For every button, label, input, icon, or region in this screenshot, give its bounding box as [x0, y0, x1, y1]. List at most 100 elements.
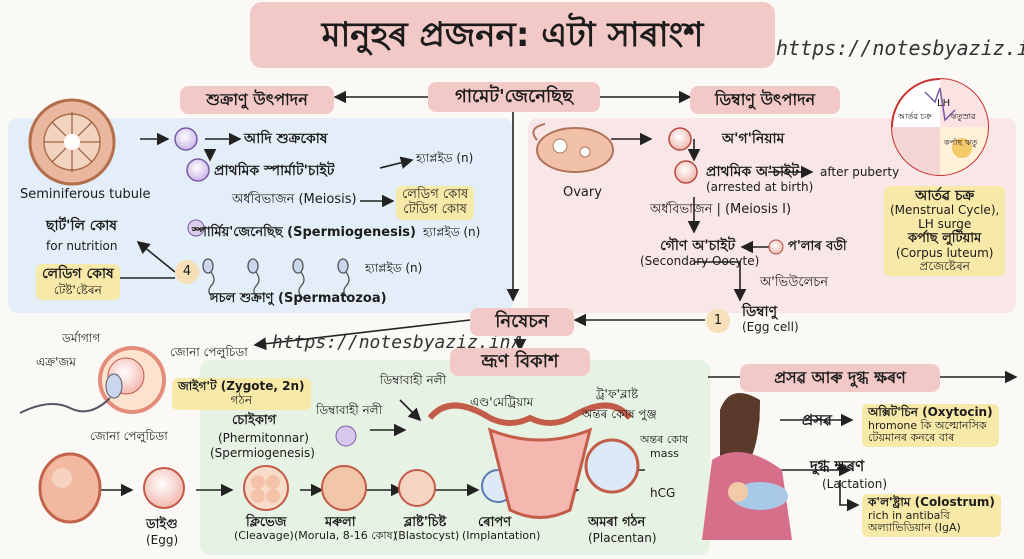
arrested-label: (arrested at birth) [706, 180, 814, 194]
acrosome-label-1: ডৰ্মাগাগ [62, 331, 101, 345]
spermatogonia-label: আদি শুক্ৰকোষ [244, 131, 328, 147]
sperm-meiosis-label: অৰ্ধবিভাজন (Meiosis) [232, 192, 357, 207]
fetus-image [38, 452, 102, 524]
ovary-label: Ovary [563, 185, 602, 200]
egg-count-badge: 1 [706, 309, 730, 333]
oogonium-cell [668, 127, 692, 151]
leydig-note-2: টেডিগ কোষ [403, 201, 467, 217]
gametogenesis-label: গামেট'জেনেছিছ [428, 82, 600, 112]
puberty-label: after puberty [820, 165, 900, 179]
spermatogonium-cell [174, 127, 198, 151]
zygote-cell [335, 425, 357, 447]
stage-morula-en: (Morula, 8-16 কোষ) [294, 529, 397, 542]
zona-label-2: জোনা পেলুচিডা [90, 429, 168, 443]
haploid-label-2: হ্যাপ্লইড (n) [423, 225, 481, 239]
zygote-sub: গঠন [230, 392, 252, 407]
tube-label-2: ডিম্বাবাহী নলী [316, 403, 383, 417]
sperm-icons [202, 258, 350, 299]
spermatozoa-label: সচল শুক্ৰাণু (Spermatozoa) [210, 291, 387, 306]
sperm-count-badge: 4 [175, 260, 199, 284]
egg-en: (Egg cell) [742, 320, 799, 334]
colostrum-box: ক'ল'ষ্ট্ৰাম (Colostrum)rich in antibaবিঅ… [862, 494, 1001, 538]
luteum-en: (Corpus luteum) [895, 245, 994, 260]
stage-implantation-en: (Implantation) [462, 529, 541, 542]
trophoblast-label: ট্ৰ'ফ'ব্লাষ্ট [596, 387, 639, 401]
menstrual-cycle-wheel [891, 78, 989, 176]
morula-top-en-2: (Spermiogenesis) [210, 446, 315, 460]
primary-spermatocyte-label: প্ৰাথমিক স্পাৰ্মাট'চাইট [214, 163, 335, 179]
page-title: মানুহৰ প্ৰজনন: এটা সাৰাংশ [250, 2, 775, 68]
stage-egg-en: (Egg) [146, 533, 179, 547]
parturition-label: প্ৰসৱ [802, 411, 832, 429]
primary-spermatocyte-cell [186, 158, 210, 182]
inner-mass-label-2: অন্তৰ কোষ [640, 433, 689, 446]
cycle-title: আৰ্তৱ চক্ৰ [915, 188, 975, 204]
colostrum-line-1: rich in antibaবি [868, 508, 950, 522]
leydig-sub: টেষ্ট'ষ্টেৰন [53, 283, 102, 298]
mother-baby-image [702, 392, 792, 540]
colostrum-label: ক'ল'ষ্ট্ৰাম (Colostrum) [868, 495, 995, 509]
lactation-label: দুগ্ধ ক্ষৰণ [810, 457, 865, 475]
primary-oocyte-cell [674, 160, 698, 184]
cycle-lh: LH surge [918, 216, 972, 231]
leydig-note-1: লেডিগ কোষ [402, 187, 469, 202]
oxytocin-line-1: hromone কি অল্মোনসিক [868, 418, 987, 432]
sertoli-sub: for nutrition [46, 239, 118, 253]
ovulation-label: অ'ভিউলেচন [760, 275, 829, 290]
morula-top-label: চোইকাগ [232, 413, 277, 428]
tubule-label: Seminiferous tubule [20, 187, 151, 202]
lactation-en: (Lactation) [822, 477, 888, 491]
watermark-mid: https://notesbyaziz.in/ [272, 332, 522, 353]
embryo-development-label: ভ্ৰূণ বিকাশ [450, 348, 590, 376]
haploid-label-1: হ্যাপ্লইড (n) [416, 151, 474, 165]
cycle-en: (Menstrual Cycle), [890, 203, 1000, 218]
fallopian-label: ডিম্বাবাহী নলী [380, 373, 447, 387]
uterus-image [427, 402, 633, 519]
wheel-lh: LH [937, 98, 951, 109]
spermiogenesis-label: স্পাৰ্মিয়'জেনেছিছ (Spermiogenesis) [192, 225, 416, 240]
endometrium-label: এণ্ড'মেট্ৰিয়াম [470, 395, 534, 409]
oogenesis-header: ডিম্বাণু উৎপাদন [690, 86, 840, 114]
embryo-stage-icons [143, 438, 640, 511]
wheel-a: ঋতুস্ৰাৱ [950, 112, 976, 121]
fertilization-label: নিষেচন [470, 308, 574, 336]
inner-mass-label-2b: mass [650, 447, 679, 460]
primary-oocyte-label: প্ৰাথমিক অ'চাইট [706, 164, 799, 180]
polar-body-cell [768, 239, 784, 255]
morula-top-en: (Phermitonnar) [218, 431, 309, 445]
birth-header: প্ৰসৱ আৰু দুগ্ধ ক্ষৰণ [740, 364, 940, 392]
stage-blastocyst-label: ব্লাষ্ট'চিষ্ট [404, 515, 447, 530]
polar-body-label: প'লাৰ বডী [788, 239, 847, 254]
stage-cleavage-en: (Cleavage) [234, 529, 294, 542]
egg-label: ডিম্বাণু [742, 304, 778, 320]
stage-egg-label: ডাইগু [146, 517, 178, 532]
fertilization-image [19, 346, 166, 414]
ovum-meiosis-label: অৰ্ধবিভাজন | (Meiosis I) [650, 202, 792, 217]
zygote-box: জাইগ'ট (Zygote, 2n)গঠন [172, 378, 311, 410]
stage-cleavage-label: ক্লিভেজ [246, 515, 287, 530]
secondary-spermatocyte-cell [187, 219, 205, 237]
inner-mass-label: অন্তৰ কোষ পুঞ্জ [582, 407, 657, 421]
oogonium-label: অ'গ'নিয়াম [722, 131, 785, 147]
stage-placenta-en: (Placentan) [588, 531, 657, 545]
stage-placenta-label: অমৰা গঠন [588, 515, 646, 530]
watermark-top: https://notesbyaziz.in/ [776, 36, 1024, 60]
oxytocin-label: অক্সিট'চিন (Oxytocin) [868, 405, 993, 419]
menstrual-cycle-box: আৰ্তৱ চক্ৰ (Menstrual Cycle), LH surge ক… [884, 186, 1006, 277]
haploid-label-3: হ্যাপ্লইড (n) [365, 261, 423, 275]
sertoli-label: ছাৰ্ট'লি কোষ [46, 218, 118, 234]
zygote-label: জাইগ'ট (Zygote, 2n) [178, 379, 305, 393]
stage-morula-label: মৰুলা [325, 515, 356, 530]
oxytocin-line-2: টেয়মানৰ কনৰে বাৰ [868, 431, 955, 445]
leydig-label: লেডিগ কোষ [42, 266, 114, 282]
hcg-label: hCG [650, 486, 676, 500]
seminiferous-tubule-image [28, 98, 116, 186]
spermatogenesis-header: শুক্ৰাণু উৎপাদন [180, 86, 334, 114]
wheel-b: কৰ্পাছ ঋতু [944, 138, 978, 147]
progesterone-label: প্ৰজেষ্টেৰন [919, 259, 970, 274]
zona-label-1: জোনা পেলুচিডা [170, 345, 248, 359]
secondary-oocyte-en: (Secondary Oocyte) [640, 254, 760, 268]
secondary-oocyte-label: গৌণ অ'চাইট [660, 238, 736, 254]
